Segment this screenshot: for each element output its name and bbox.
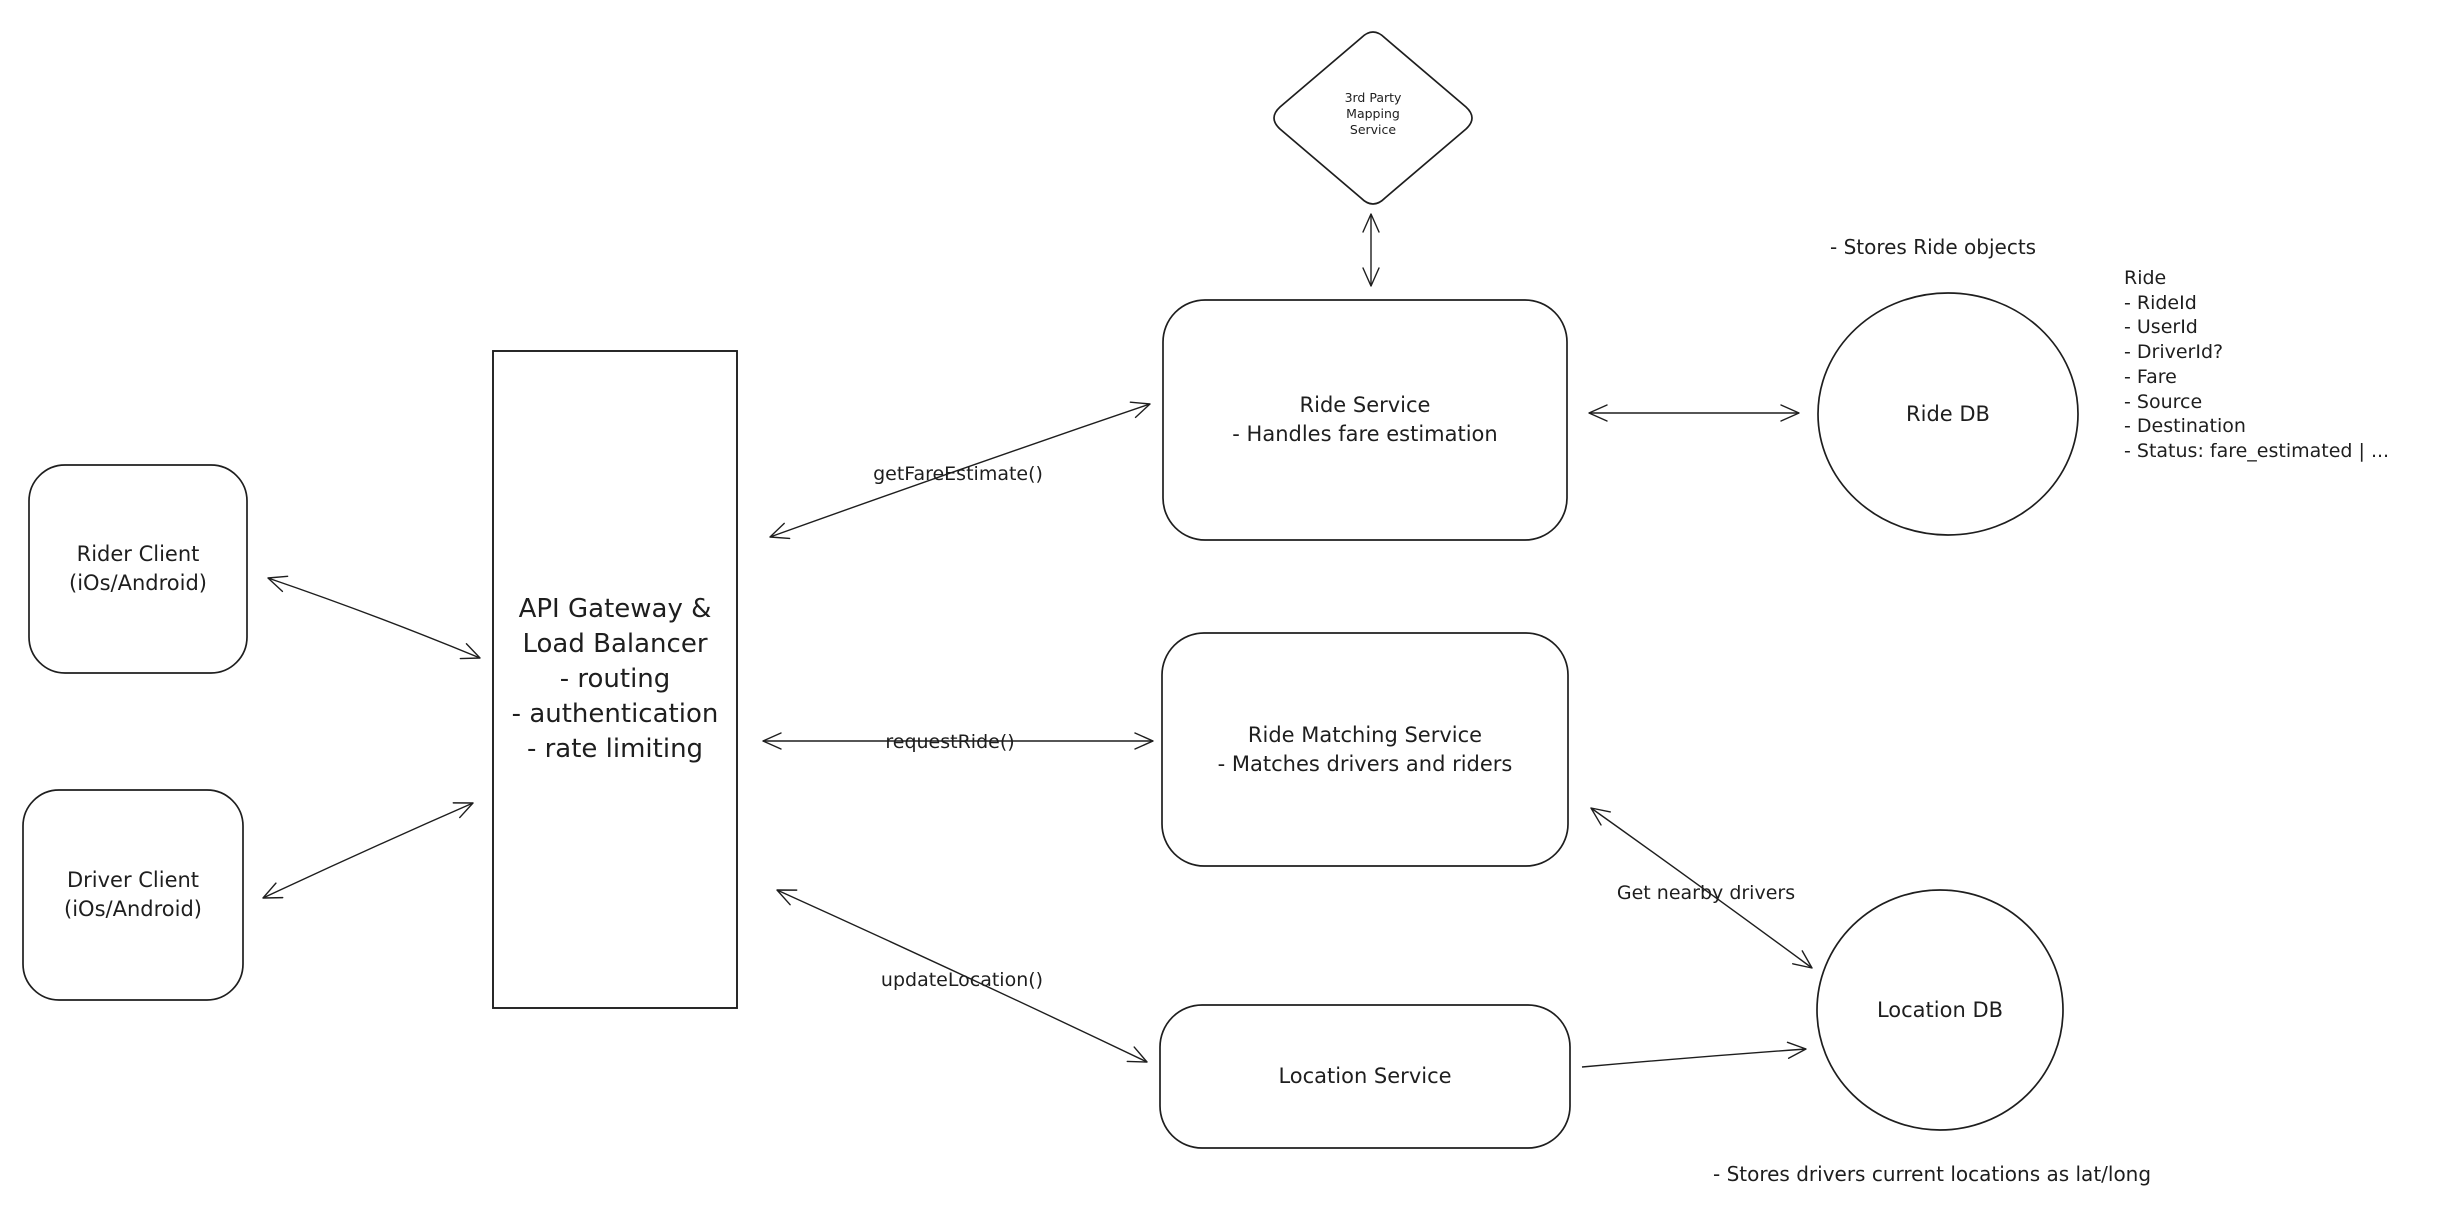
edge-update-location xyxy=(776,889,1148,1063)
edge-label-get-fare-estimate: getFareEstimate() xyxy=(873,463,1043,485)
api-gateway-shape xyxy=(492,350,738,1009)
rider-client-label: Rider Client (iOs/Android) xyxy=(69,542,207,595)
rider-client-shape xyxy=(28,464,248,674)
ride-matching-service-label: Ride Matching Service - Matches drivers … xyxy=(1217,722,1513,776)
location-db-shape xyxy=(1816,889,2064,1131)
location-service-shape xyxy=(1159,1004,1571,1149)
edge-driver-client-api-gateway xyxy=(262,802,474,899)
location-service-label: Location Service xyxy=(1278,1064,1452,1089)
ride-service-shape xyxy=(1162,299,1568,541)
annotation-ride-schema: Ride - RideId - UserId - DriverId? - Far… xyxy=(2124,267,2390,462)
api-gateway-label: API Gateway & Load Balancer - routing - … xyxy=(511,594,719,764)
driver-client-label: Driver Client (iOs/Android) xyxy=(64,868,202,921)
edge-label-get-nearby-drivers: Get nearby drivers xyxy=(1616,882,1796,904)
edge-location-service-location-db xyxy=(1581,1041,1807,1068)
ride-db-shape xyxy=(1817,292,2079,536)
location-db-label: Location DB xyxy=(1876,997,2004,1022)
ride-matching-service-shape xyxy=(1161,632,1569,867)
driver-client-shape xyxy=(22,789,244,1001)
annotation-ride-db-note: - Stores Ride objects xyxy=(1830,235,2037,259)
edge-label-update-location: updateLocation() xyxy=(880,969,1044,991)
edge-get-fare-estimate xyxy=(769,401,1151,540)
edge-get-nearby-drivers xyxy=(1590,807,1813,969)
mapping-service-label: 3rd Party Mapping Service xyxy=(1344,90,1402,137)
edge-label-request-ride: requestRide() xyxy=(885,731,1015,753)
ride-db-label: Ride DB xyxy=(1906,401,1990,426)
annotation-location-db-note: - Stores drivers current locations as la… xyxy=(1713,1162,2152,1186)
ride-service-label: Ride Service - Handles fare estimation xyxy=(1232,393,1498,446)
mapping-service-shape xyxy=(1273,31,1473,205)
edge-rider-client-api-gateway xyxy=(267,575,481,660)
